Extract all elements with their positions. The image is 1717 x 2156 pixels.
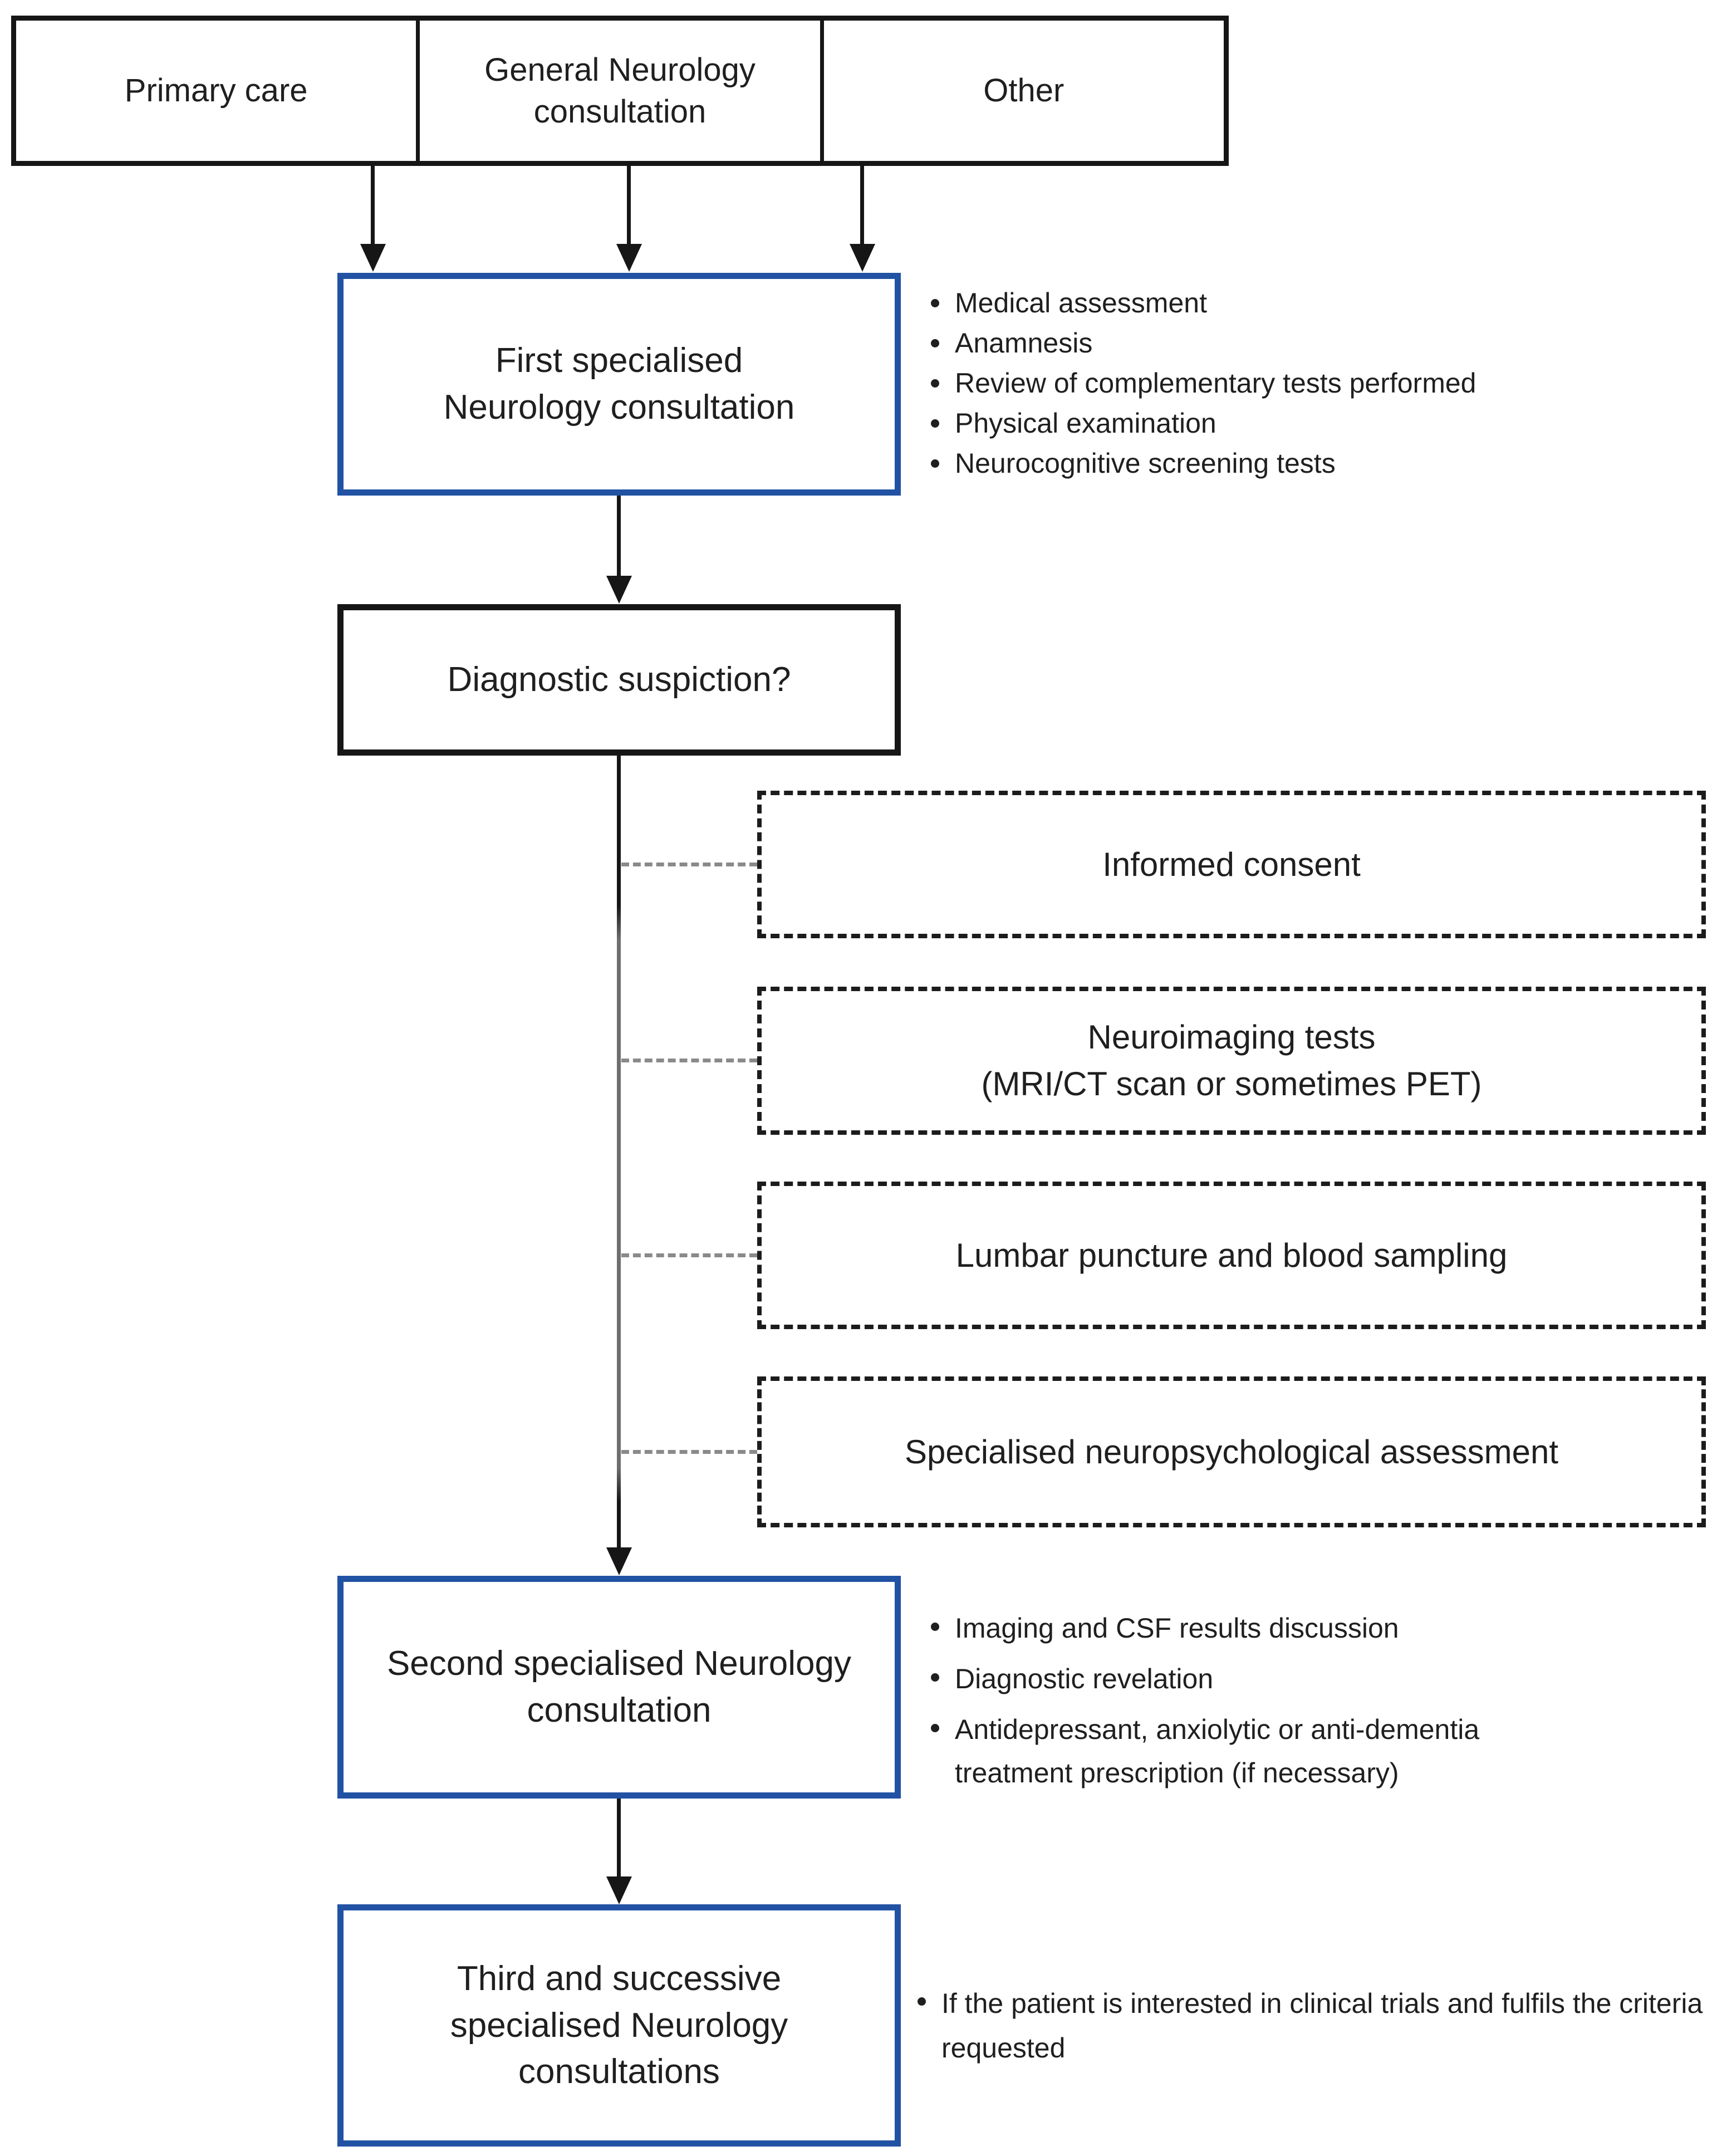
node-neuroimaging-tests-line2: (MRI/CT scan or sometimes PET) (981, 1065, 1482, 1102)
bullet-dot-icon (931, 1673, 939, 1682)
bullet-dot-icon (918, 1997, 926, 2006)
connector-diagnostic-to-second (617, 756, 621, 1549)
bullet-dot-icon (931, 459, 939, 468)
list-item: Neurocognitive screening tests (931, 443, 1717, 483)
node-neuroimaging-tests: Neuroimaging tests (MRI/CT scan or somet… (757, 987, 1706, 1135)
bullet-dot-icon (931, 419, 939, 428)
list-item: If the patient is interested in clinical… (918, 1981, 1717, 2070)
bullet-text: Neurocognitive screening tests (955, 448, 1336, 479)
arrowhead-diagnostic-to-second-icon (606, 1547, 632, 1575)
bullet-text: Imaging and CSF results discussion (955, 1613, 1399, 1644)
node-third-consultation-line2: specialised Neurology (450, 2006, 788, 2045)
node-third-consultation-line1: Third and successive (457, 1959, 782, 1998)
first-consultation-bullet-list: Medical assessment Anamnesis Review of c… (931, 283, 1717, 483)
node-second-consultation: Second specialised Neurology consultatio… (337, 1576, 901, 1799)
arrowhead-second-to-third-icon (606, 1876, 632, 1904)
bullet-dot-icon (931, 379, 939, 388)
dashed-connector-neuroimaging (621, 1059, 757, 1062)
bullet-text: If the patient is interested in clinical… (941, 1988, 1703, 2064)
node-first-consultation-line1: First specialised (495, 341, 743, 380)
node-diagnostic-suspicion: Diagnostic suspiction? (337, 604, 901, 756)
arrowhead-other-icon (850, 244, 875, 272)
entry-cell-other: Other (820, 21, 1224, 161)
entry-cell-primary-care: Primary care (16, 21, 416, 161)
list-item: Diagnostic revelation (931, 1657, 1593, 1701)
dashed-connector-neuropsychological (621, 1450, 757, 1454)
bullet-text: Physical examination (955, 408, 1216, 439)
bullet-text: Anamnesis (955, 327, 1093, 359)
connector-first-to-diagnostic (617, 496, 621, 577)
list-item: Anamnesis (931, 323, 1717, 363)
arrowhead-first-to-diagnostic-icon (606, 576, 632, 604)
node-neuroimaging-tests-line1: Neuroimaging tests (1087, 1018, 1376, 1056)
list-item: Physical examination (931, 403, 1717, 443)
bullet-dot-icon (931, 1724, 939, 1732)
connector-other (860, 166, 864, 245)
list-item: Review of complementary tests performed (931, 363, 1717, 403)
node-second-consultation-line1: Second specialised Neurology (386, 1644, 852, 1683)
third-consultation-bullet-list: If the patient is interested in clinical… (918, 1981, 1717, 2070)
arrowhead-general-neurology-icon (616, 244, 642, 272)
node-diagnostic-suspicion-label: Diagnostic suspiction? (447, 660, 791, 699)
entry-sources-row: Primary care General Neurology consultat… (11, 16, 1229, 166)
entry-cell-primary-care-label: Primary care (124, 72, 308, 109)
node-lumbar-puncture: Lumbar puncture and blood sampling (757, 1182, 1706, 1329)
bullet-text: Diagnostic revelation (955, 1663, 1214, 1694)
connector-general-neurology (627, 166, 631, 245)
bullet-text: Review of complementary tests performed (955, 367, 1476, 399)
list-item: Medical assessment (931, 283, 1717, 323)
second-consultation-bullet-list: Imaging and CSF results discussion Diagn… (931, 1606, 1593, 1802)
connector-primary-care (371, 166, 375, 245)
bullet-dot-icon (931, 1623, 939, 1631)
node-third-consultation: Third and successive specialised Neurolo… (337, 1904, 901, 2147)
node-lumbar-puncture-line1: Lumbar puncture and blood sampling (955, 1236, 1508, 1274)
node-neuropsychological-assessment-line1: Specialised neuropsychological assessmen… (905, 1433, 1558, 1471)
list-item: Antidepressant, anxiolytic or anti-demen… (931, 1708, 1593, 1795)
dashed-connector-informed-consent (621, 863, 757, 866)
entry-cell-other-label: Other (983, 72, 1064, 109)
node-informed-consent: Informed consent (757, 791, 1706, 938)
bullet-text: Antidepressant, anxiolytic or anti-demen… (955, 1714, 1480, 1788)
bullet-text: Medical assessment (955, 287, 1207, 318)
node-third-consultation-line3: consultations (518, 2052, 720, 2091)
bullet-dot-icon (931, 299, 939, 307)
bullet-dot-icon (931, 339, 939, 347)
node-second-consultation-line2: consultation (527, 1691, 712, 1729)
node-neuropsychological-assessment: Specialised neuropsychological assessmen… (757, 1376, 1706, 1527)
dashed-connector-lumbar-puncture (621, 1253, 757, 1257)
node-first-consultation-line2: Neurology consultation (443, 388, 795, 427)
node-informed-consent-line1: Informed consent (1102, 845, 1361, 883)
node-first-consultation: First specialised Neurology consultation (337, 273, 901, 496)
arrowhead-primary-care-icon (360, 244, 386, 272)
entry-cell-general-neurology: General Neurology consultation (416, 21, 820, 161)
connector-second-to-third (617, 1799, 621, 1878)
list-item: Imaging and CSF results discussion (931, 1606, 1593, 1650)
entry-cell-general-neurology-label: General Neurology consultation (484, 51, 756, 130)
